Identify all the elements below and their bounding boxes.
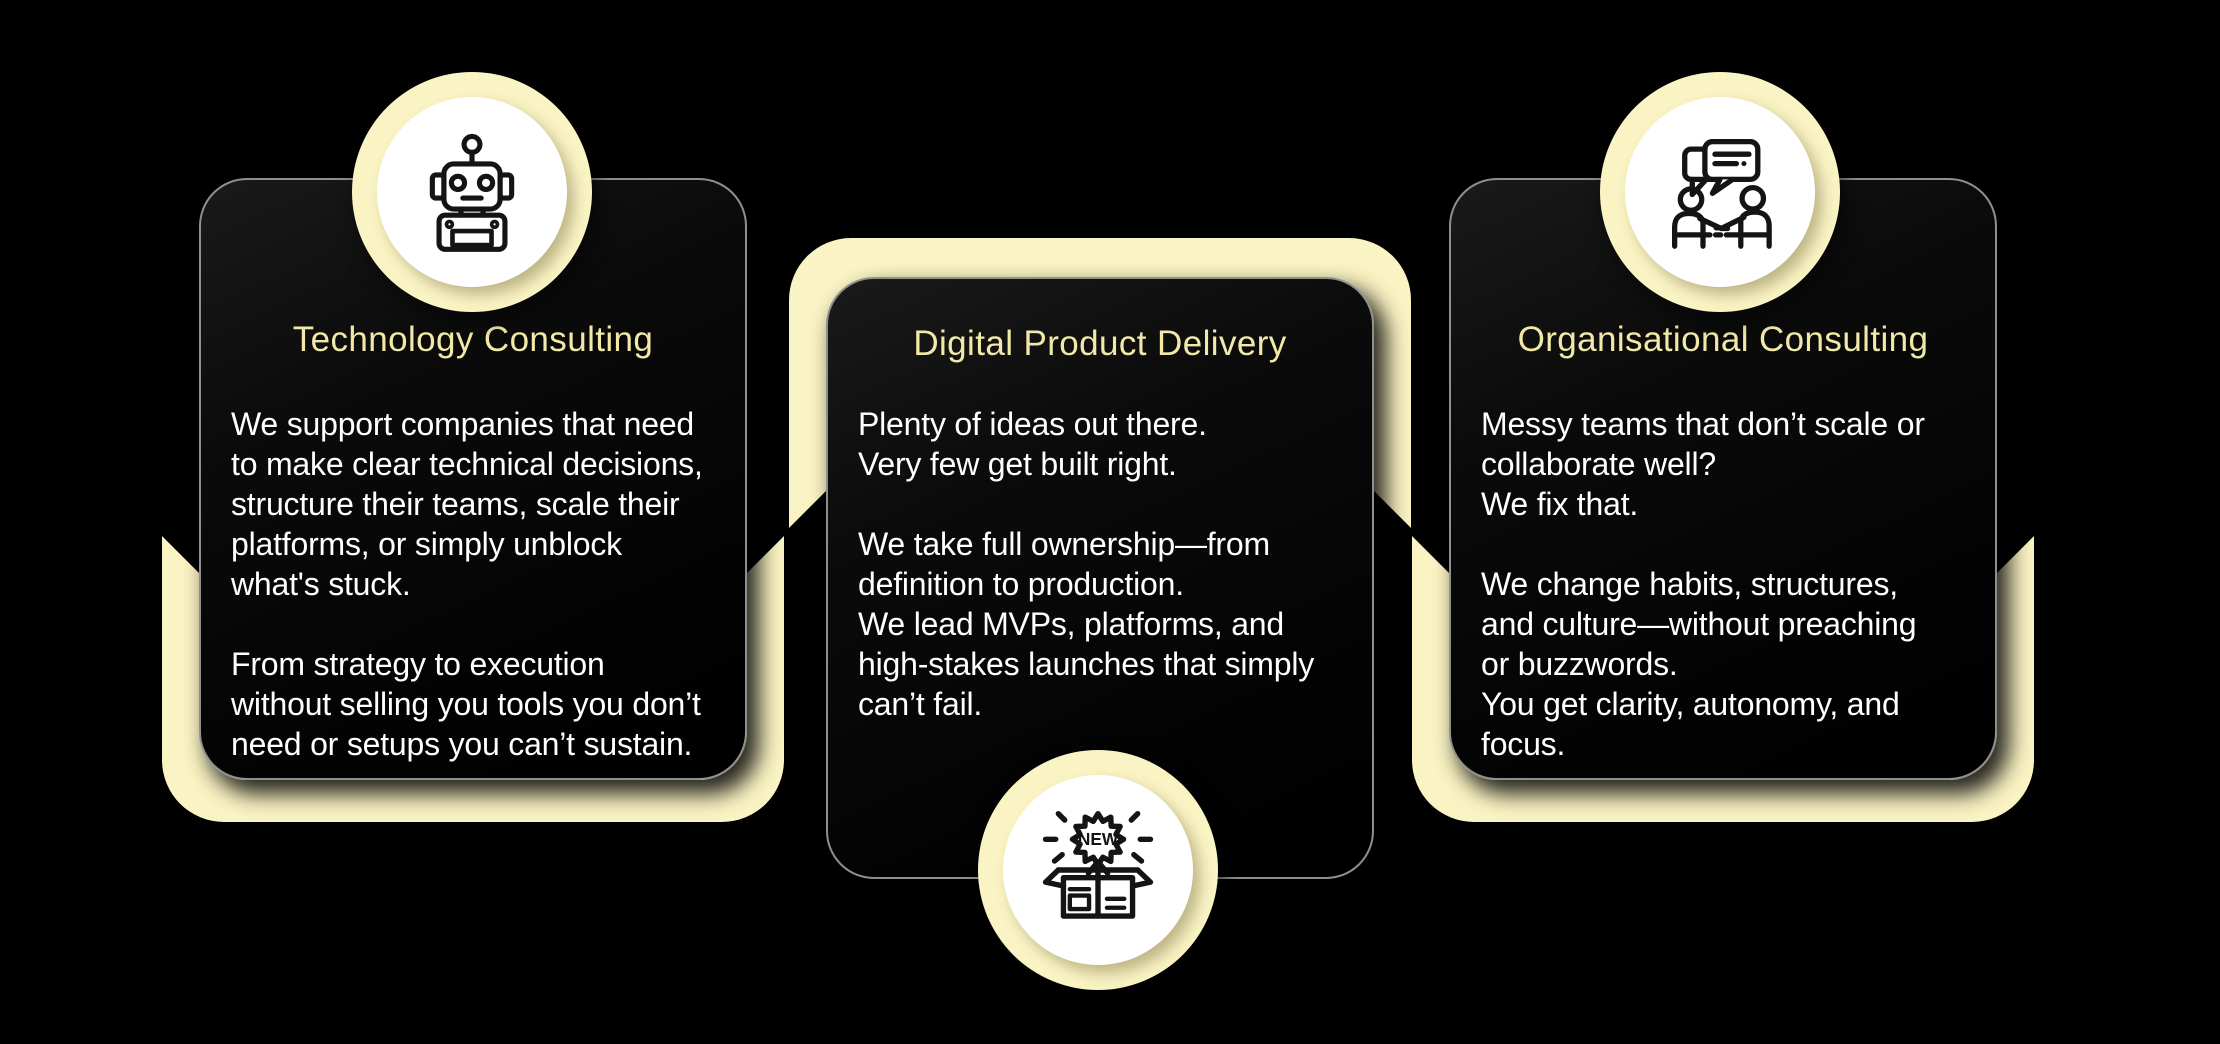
badge-circle: NEW [1003, 775, 1193, 965]
badge-circle [377, 97, 567, 287]
icon-badge-technology [352, 72, 592, 312]
icon-badge-delivery: NEW [978, 750, 1218, 990]
icon-badge-organisational [1600, 72, 1840, 312]
card-body: Plenty of ideas out there. Very few get … [858, 406, 1315, 722]
conversation-icon [1671, 138, 1772, 249]
badge-circle [1625, 97, 1815, 287]
new-product-box-icon: NEW [1042, 810, 1154, 919]
card-title: Organisational Consulting [1517, 320, 1929, 359]
new-badge-text: NEW [1078, 829, 1119, 849]
card-title: Technology Consulting [292, 320, 654, 359]
card-body: Messy teams that don’t scale or collabor… [1481, 406, 1925, 762]
robot-icon [429, 133, 515, 252]
card-body: We support companies that need to make c… [231, 406, 703, 762]
card-title: Digital Product Delivery [913, 324, 1287, 363]
